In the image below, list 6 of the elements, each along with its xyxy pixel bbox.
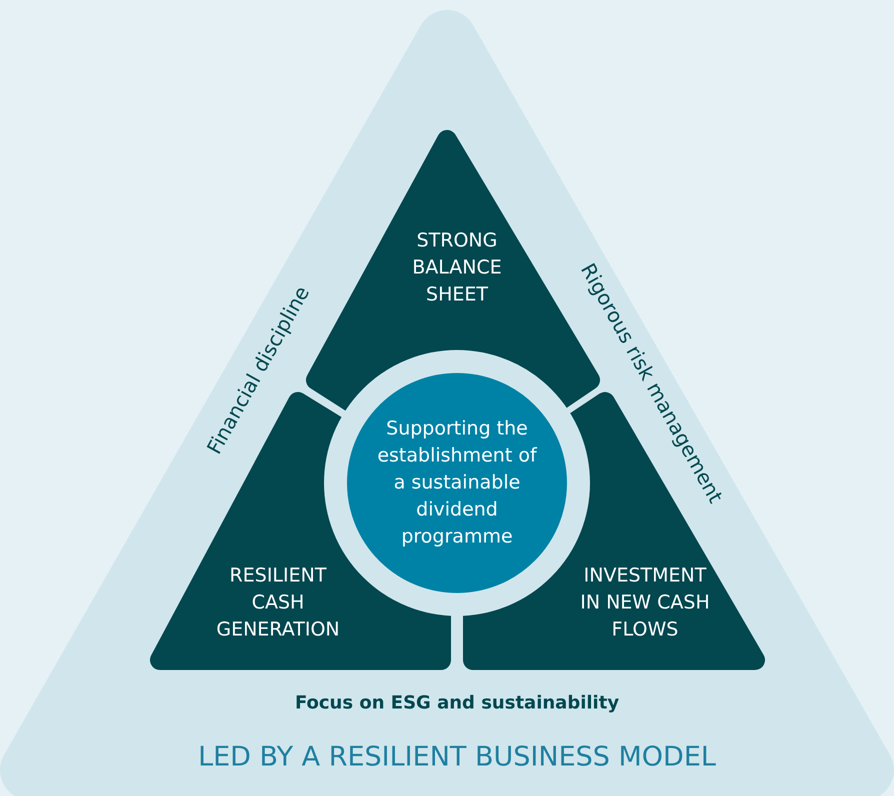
segment-label: STRONG BALANCE SHEET [411,228,503,308]
segment-label: INVESTMENT IN NEW CASH FLOWS [579,564,711,642]
base-label: Focus on ESG and sustainability [294,692,620,714]
segment-label: RESILIENT CASH GENERATION [215,564,341,642]
model-title: LED BY A RESILIENT BUSINESS MODEL [198,742,716,772]
center-label: Supporting the establishment of a sustainable dividend programme [376,416,538,550]
